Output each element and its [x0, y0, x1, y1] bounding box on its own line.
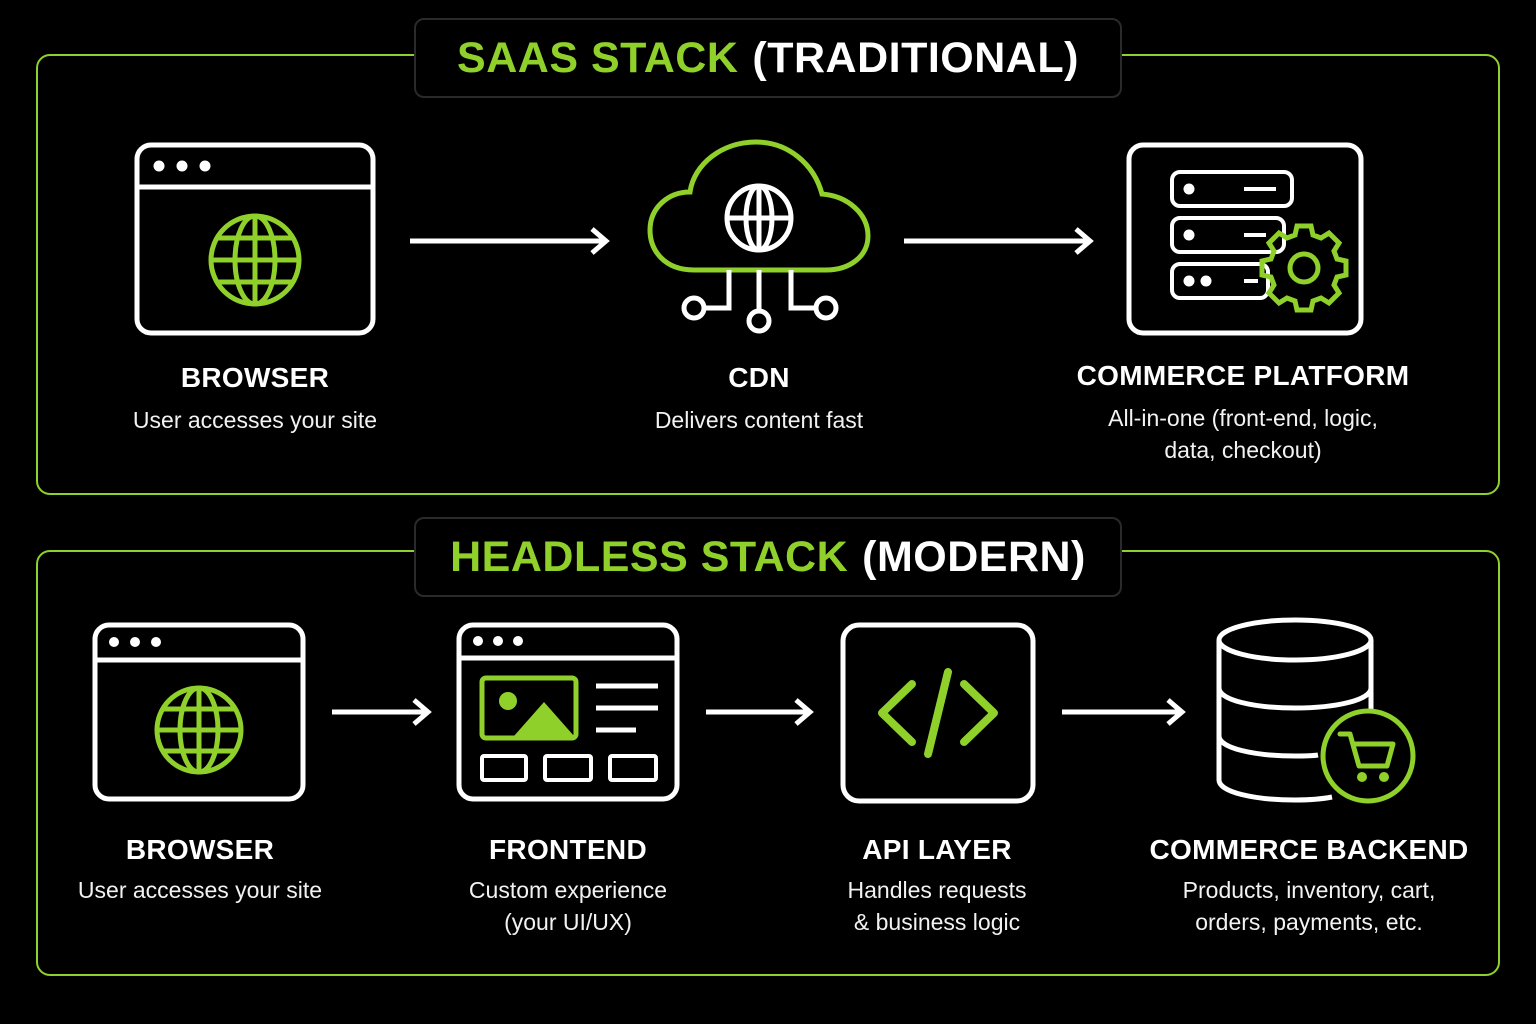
desc-line: (your UI/UX): [504, 909, 632, 935]
desc-line: data, checkout): [1164, 437, 1322, 463]
arrow-saas-1: [408, 226, 612, 256]
node-name: BROWSER: [125, 834, 275, 865]
desc-line: Custom experience: [468, 877, 668, 903]
headless-commerce-backend-label: COMMERCE BACKEND Products, inventory, ca…: [1149, 834, 1468, 938]
arrow-headless-3: [1060, 697, 1188, 727]
node-name: COMMERCE BACKEND: [1149, 834, 1469, 865]
node-name: CDN: [728, 362, 790, 393]
node-desc: All-in-one (front-end, logic, data, chec…: [1077, 402, 1410, 466]
headless-title-accent: HEADLESS STACK: [450, 532, 849, 581]
desc-line: Handles requests: [847, 877, 1027, 903]
node-desc: User accesses your site: [77, 877, 323, 903]
node-name: FRONTEND: [489, 834, 647, 865]
browser-globe-icon: [92, 622, 306, 802]
headless-api-layer-label: API LAYER Handles requests & business lo…: [848, 834, 1027, 938]
frontend-layout-icon: [456, 622, 680, 802]
node-name: COMMERCE PLATFORM: [1076, 360, 1410, 391]
saas-commerce-platform-label: COMMERCE PLATFORM All-in-one (front-end,…: [1077, 360, 1410, 466]
node-desc: Handles requests & business logic: [848, 874, 1027, 938]
headless-title-rest: (MODERN): [862, 532, 1086, 581]
database-cart-icon: [1214, 616, 1420, 808]
desc-line: orders, payments, etc.: [1195, 909, 1423, 935]
arrow-headless-1: [330, 697, 434, 727]
headless-stack-title: HEADLESS STACK (MODERN): [414, 517, 1122, 597]
node-desc: Delivers content fast: [654, 407, 864, 433]
desc-line: & business logic: [853, 909, 1021, 935]
desc-line: Products, inventory, cart,: [1182, 877, 1436, 903]
saas-browser-label: BROWSER User accesses your site: [133, 362, 377, 436]
node-name: BROWSER: [180, 362, 330, 393]
node-name: API LAYER: [862, 834, 1012, 865]
arrow-headless-2: [704, 697, 816, 727]
node-desc: User accesses your site: [132, 407, 378, 433]
node-desc: Custom experience (your UI/UX): [469, 874, 667, 938]
desc-line: All-in-one (front-end, logic,: [1108, 405, 1378, 431]
server-gear-icon: [1126, 142, 1364, 336]
cloud-globe-icon: [646, 138, 872, 334]
headless-frontend-label: FRONTEND Custom experience (your UI/UX): [469, 834, 667, 938]
browser-globe-icon: [134, 142, 376, 336]
node-desc: Products, inventory, cart, orders, payme…: [1149, 874, 1468, 938]
saas-title-rest: (TRADITIONAL): [752, 33, 1079, 82]
saas-cdn-label: CDN Delivers content fast: [655, 362, 863, 436]
saas-title-accent: SAAS STACK: [457, 33, 739, 82]
headless-browser-label: BROWSER User accesses your site: [78, 834, 322, 906]
saas-stack-title: SAAS STACK (TRADITIONAL): [414, 18, 1122, 98]
arrow-saas-2: [902, 226, 1096, 256]
code-icon: [840, 622, 1036, 804]
